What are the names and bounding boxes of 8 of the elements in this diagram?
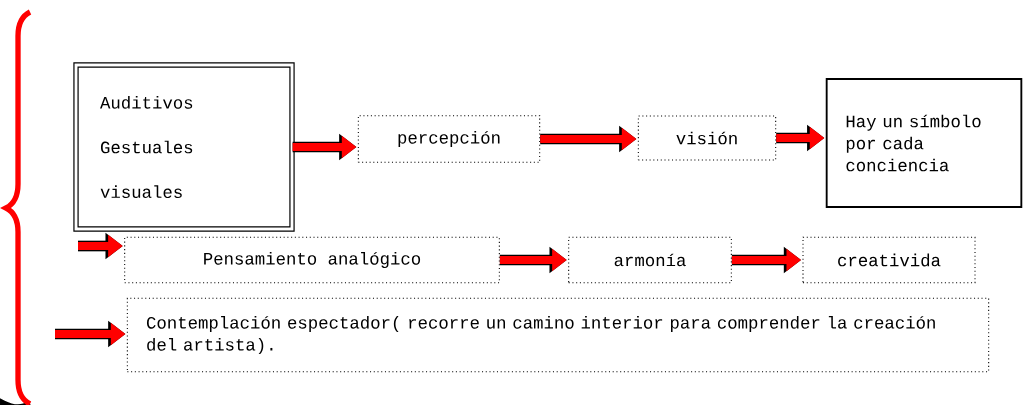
framed-list-box: Auditivos Gestuales visuales	[73, 62, 295, 232]
text-box: percepción	[357, 115, 541, 163]
text-box: armonía	[568, 236, 732, 284]
text-box: Pensamiento analógico	[124, 236, 500, 284]
text-box: creativida	[802, 236, 976, 284]
text-box: Hay un símbolo por cada conciencia	[825, 78, 1023, 208]
text-box: visión	[637, 115, 777, 161]
text-box: Contemplación espectador( recorre un camino interior para comprender la creación del artista).	[126, 297, 990, 373]
